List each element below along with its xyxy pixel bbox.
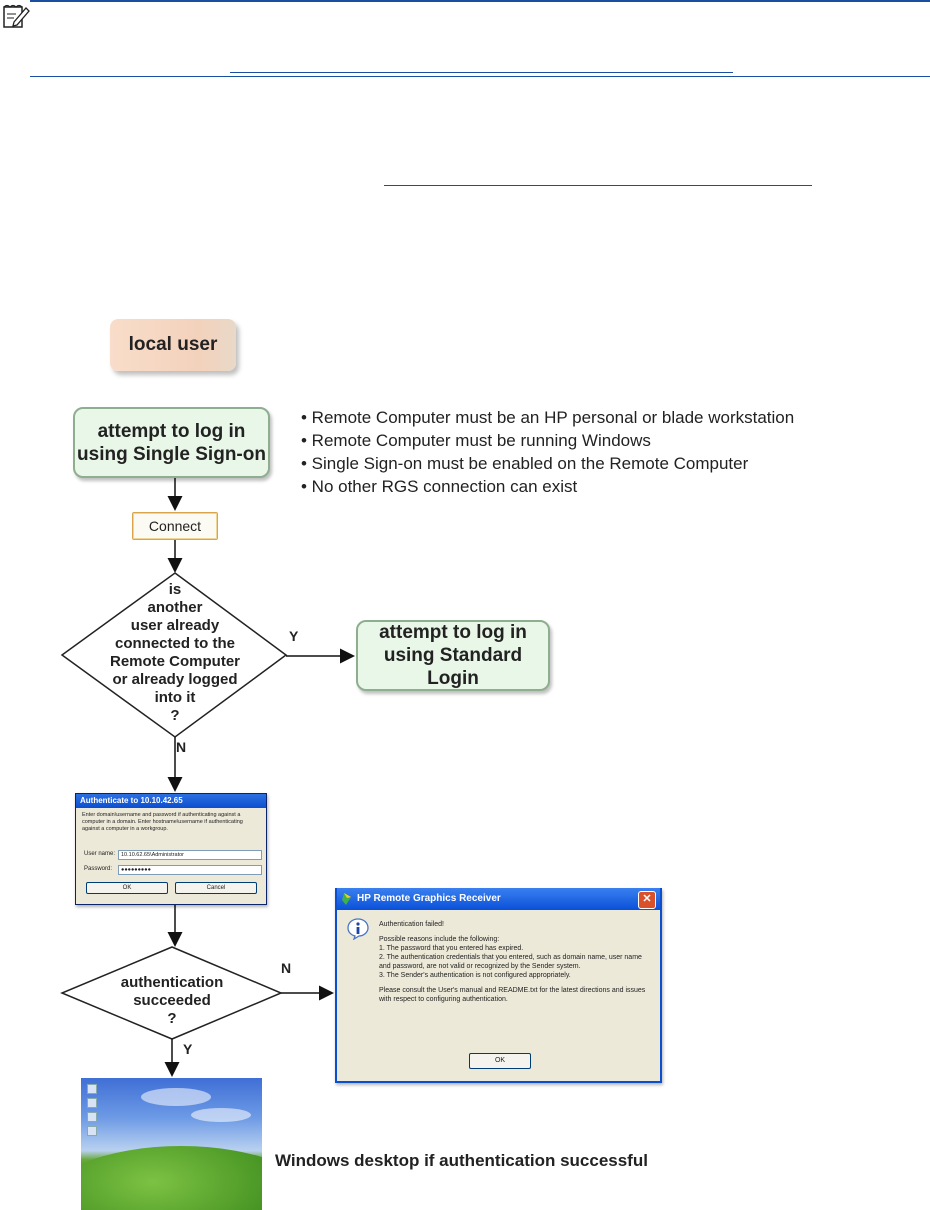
start-local-user: local user: [110, 319, 236, 371]
decision-2-no-label: N: [281, 960, 292, 976]
link-underline-2[interactable]: [384, 185, 812, 186]
close-icon[interactable]: ✕: [638, 891, 656, 909]
requirement-item: • No other RGS connection can exist: [301, 477, 578, 496]
consult-text: Please consult the User's manual and REA…: [379, 987, 646, 1003]
authenticate-dialog-title: Authenticate to 10.10.42.65: [76, 794, 266, 808]
note-rule: [30, 76, 930, 77]
desktop-icon[interactable]: [87, 1084, 97, 1094]
link-underline-1[interactable]: [230, 72, 733, 73]
reason-2: 2. The authentication credentials that y…: [379, 954, 642, 970]
requirement-item: • Remote Computer must be running Window…: [301, 431, 651, 450]
decision-2-text: authentication succeeded ?: [120, 974, 224, 1027]
failed-dialog-titlebar: HP Remote Graphics Receiver ✕: [337, 888, 660, 910]
connect-button[interactable]: Connect: [132, 512, 218, 540]
desktop-icon[interactable]: [87, 1126, 97, 1136]
requirements-list: • Remote Computer must be an HP personal…: [301, 406, 794, 498]
password-label: Password:: [84, 866, 113, 872]
top-rule: [30, 0, 930, 2]
info-icon: [347, 918, 369, 940]
user-name-field[interactable]: 10.10.62.65\Administrator: [118, 850, 262, 860]
password-field[interactable]: ●●●●●●●●●: [118, 865, 262, 875]
hp-app-icon: [342, 893, 351, 905]
authentication-failed-dialog: HP Remote Graphics Receiver ✕ Authentica…: [335, 888, 662, 1083]
auth-cancel-button[interactable]: Cancel: [175, 882, 257, 894]
desktop-icon[interactable]: [87, 1112, 97, 1122]
failed-dialog-body: Authentication failed! Possible reasons …: [379, 920, 649, 1004]
desktop-caption: Windows desktop if authentication succes…: [275, 1151, 648, 1170]
windows-desktop-image: [81, 1078, 262, 1210]
authenticate-dialog: Authenticate to 10.10.42.65 Enter domain…: [75, 793, 267, 905]
authenticate-dialog-description: Enter domain\username and password if au…: [82, 812, 243, 832]
failed-ok-button[interactable]: OK: [469, 1053, 531, 1069]
user-name-label: User name:: [84, 851, 116, 857]
reason-1: 1. The password that you entered has exp…: [379, 945, 524, 952]
requirement-item: • Single Sign-on must be enabled on the …: [301, 454, 749, 473]
decision-1-no-label: N: [176, 739, 187, 755]
step-single-signon: attempt to log in using Single Sign-on: [73, 407, 270, 478]
note-icon: [3, 4, 30, 28]
reason-3: 3. The Sender's authentication is not co…: [379, 972, 571, 979]
desktop-icon[interactable]: [87, 1098, 97, 1108]
failed-heading: Authentication failed!: [379, 921, 444, 928]
step-standard-login: attempt to log in using Standard Login: [356, 620, 550, 691]
reasons-intro: Possible reasons include the following:: [379, 936, 500, 943]
requirement-item: • Remote Computer must be an HP personal…: [301, 408, 795, 427]
failed-dialog-title: HP Remote Graphics Receiver: [357, 893, 501, 904]
decision-1-text: is another user already connected to the…: [109, 581, 240, 724]
auth-ok-button[interactable]: OK: [86, 882, 168, 894]
decision-1-yes-label: Y: [289, 628, 299, 644]
decision-2-yes-label: Y: [183, 1041, 193, 1057]
